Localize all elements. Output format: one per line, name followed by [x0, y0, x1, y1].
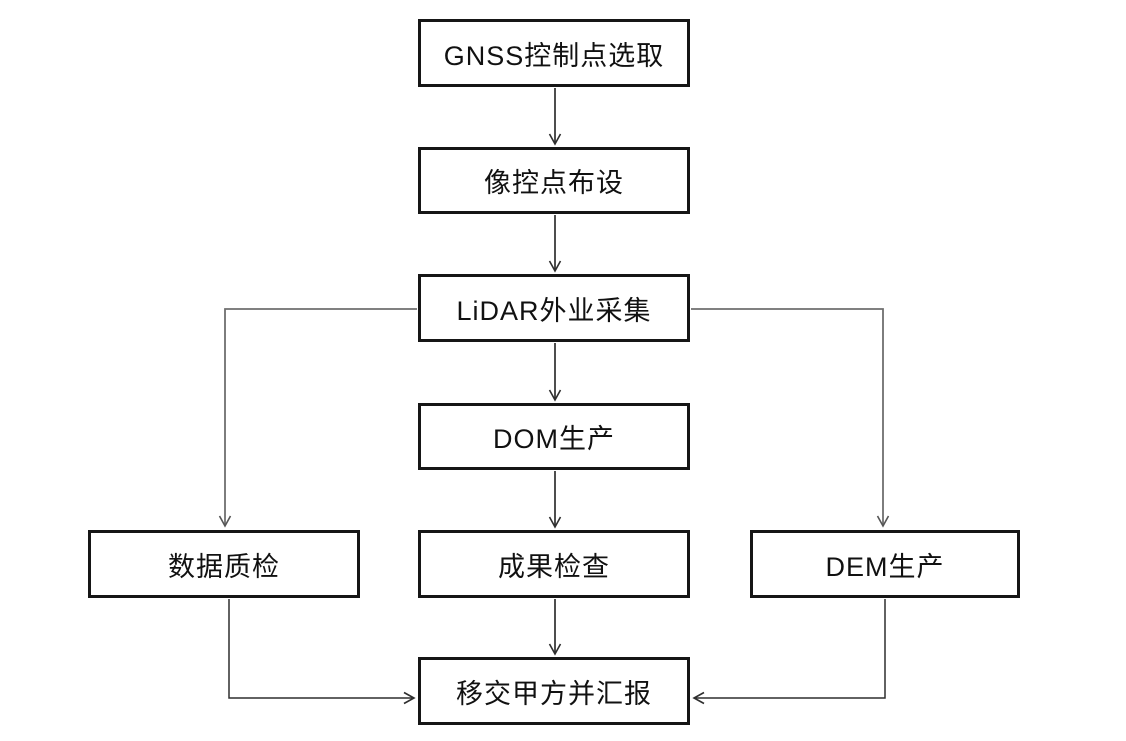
- node-label: 移交甲方并汇报: [456, 678, 652, 709]
- node-label: GNSS控制点选取: [443, 40, 665, 71]
- edge-lidar-to-dem: [691, 308, 890, 528]
- node-dem-production: DEM生产: [750, 530, 1020, 598]
- node-label: 数据质检: [168, 551, 280, 582]
- node-label: 像控点布设: [484, 168, 624, 198]
- node-label: DOM生产: [493, 424, 615, 454]
- node-label: 成果检查: [498, 551, 610, 582]
- node-label: LiDAR外业采集: [456, 295, 652, 326]
- edge-quality-check-to-handover: [228, 599, 416, 705]
- node-label: DEM生产: [825, 551, 945, 582]
- edge-dem-to-handover: [692, 599, 886, 705]
- node-gnss-control-point-selection: GNSS控制点选取: [418, 19, 690, 87]
- node-data-quality-check: 数据质检: [88, 530, 360, 598]
- node-handover-and-report: 移交甲方并汇报: [418, 657, 690, 725]
- node-dom-production: DOM生产: [418, 403, 690, 470]
- edge-lidar-to-quality-check: [218, 308, 417, 528]
- node-photo-control-point-layout: 像控点布设: [418, 147, 690, 214]
- node-result-inspection: 成果检查: [418, 530, 690, 598]
- node-lidar-field-collection: LiDAR外业采集: [418, 274, 690, 342]
